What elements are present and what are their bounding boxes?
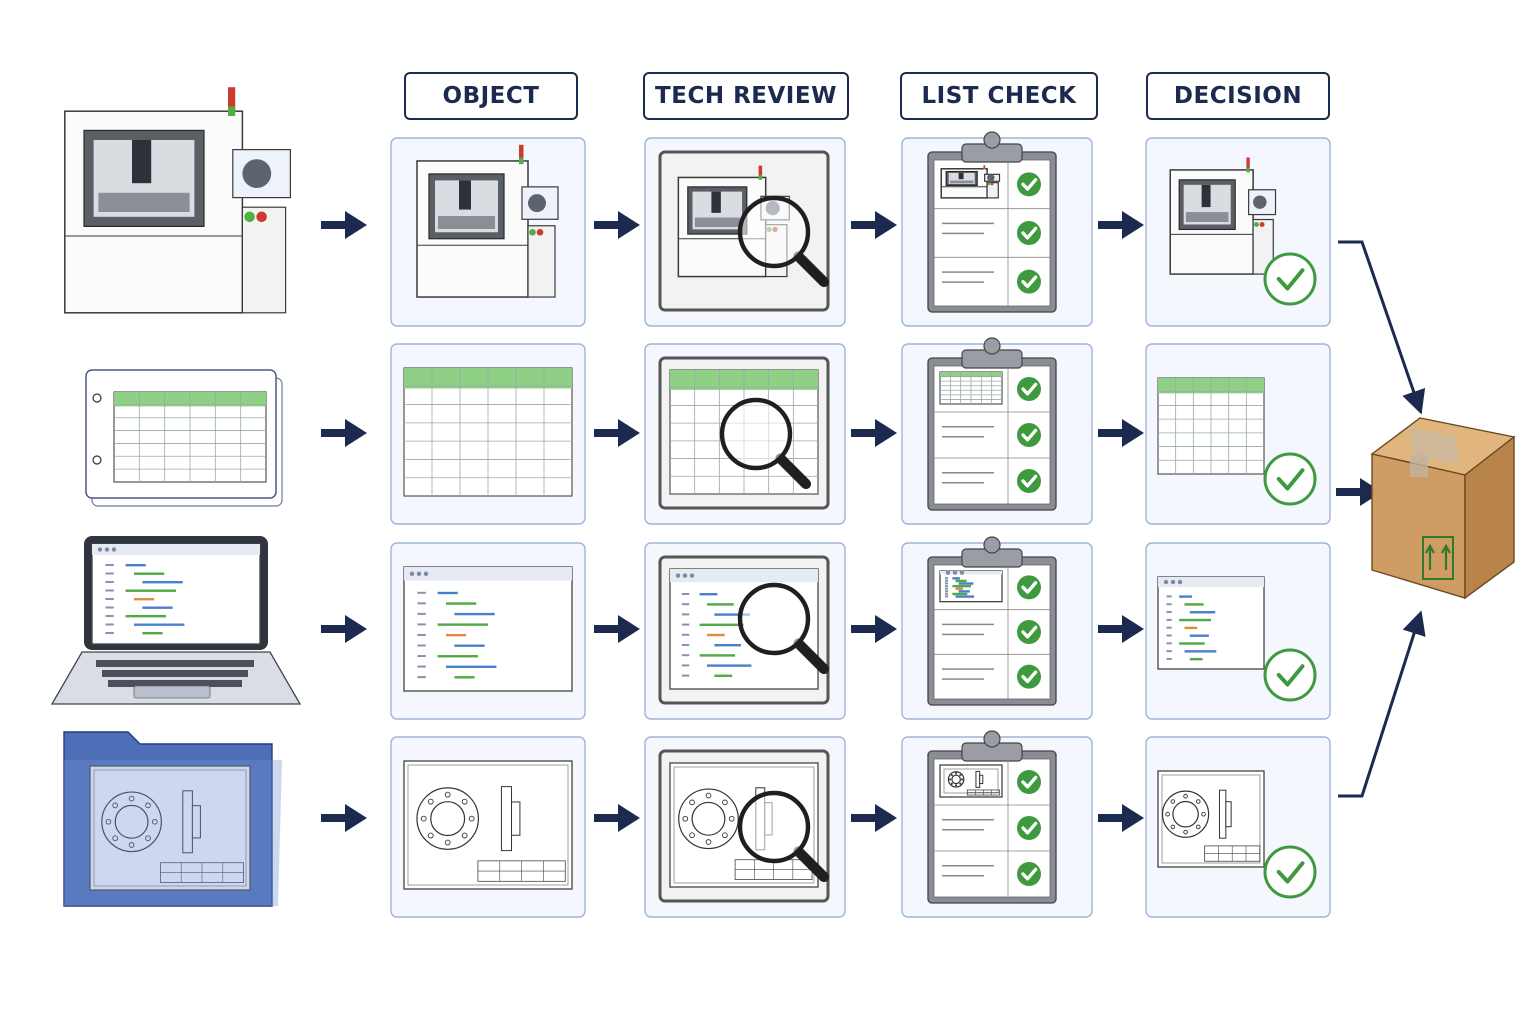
machine-icon xyxy=(64,87,292,314)
header-object: OBJECT xyxy=(404,72,578,120)
panel-tech-review-0 xyxy=(644,137,846,327)
arrow-list-check-2 xyxy=(1098,615,1144,643)
arrow-tech-review-0 xyxy=(851,211,897,239)
arrow-into-package xyxy=(1336,478,1382,506)
code-window-icon xyxy=(1157,576,1265,670)
arrow-source-2 xyxy=(321,615,367,643)
header-decision: DECISION xyxy=(1146,72,1330,120)
folder-icon xyxy=(63,731,282,907)
check-icon xyxy=(1017,172,1041,197)
panel-object-3 xyxy=(390,736,586,918)
arrow-tech-review-1 xyxy=(851,419,897,447)
panel-object-0 xyxy=(390,137,586,327)
machine-icon xyxy=(1169,157,1277,275)
check-icon xyxy=(1017,221,1041,245)
machine-icon xyxy=(416,144,559,298)
check-icon xyxy=(1017,377,1041,401)
clipboard-icon xyxy=(927,536,1057,706)
arrow-list-check-3 xyxy=(1098,804,1144,832)
spreadsheet-icon xyxy=(113,391,267,483)
check-icon xyxy=(1017,620,1041,644)
source-machine xyxy=(64,87,292,314)
panel-tech-review-3 xyxy=(644,736,846,918)
panel-decision-0 xyxy=(1145,137,1331,327)
magnifier-icon xyxy=(719,397,812,490)
panel-tech-review-1 xyxy=(644,343,846,525)
panel-decision-3 xyxy=(1145,736,1331,918)
panel-list-check-2 xyxy=(901,536,1093,720)
check-icon xyxy=(1017,862,1041,886)
arrow-object-0 xyxy=(594,211,640,239)
spreadsheet-icon xyxy=(939,371,1003,405)
arrow-list-check-0 xyxy=(1098,211,1144,239)
panel-list-check-0 xyxy=(901,131,1093,327)
clipboard-icon xyxy=(927,730,1057,904)
check-icon xyxy=(1017,770,1041,794)
arrow-tech-review-2 xyxy=(851,615,897,643)
check-icon xyxy=(1017,664,1041,689)
magnifier-icon xyxy=(737,790,830,883)
code-window-icon xyxy=(939,570,1003,603)
check-icon xyxy=(1263,452,1317,506)
panel-decision-1 xyxy=(1145,343,1331,525)
spreadsheet-icon xyxy=(403,367,573,497)
laptop-icon xyxy=(50,536,302,705)
source-software xyxy=(50,536,302,705)
code-window-icon xyxy=(91,543,261,645)
check-icon xyxy=(1017,423,1041,447)
panel-tech-review-2 xyxy=(644,542,846,720)
check-icon xyxy=(1017,816,1041,840)
machine-icon xyxy=(940,165,1001,199)
technical-drawing-icon xyxy=(939,764,1003,798)
arrow-list-check-1 xyxy=(1098,419,1144,447)
check-icon xyxy=(1017,469,1041,493)
arrow-tech-review-3 xyxy=(851,804,897,832)
arrow-source-1 xyxy=(321,419,367,447)
arrow-source-3 xyxy=(321,804,367,832)
arrow-object-3 xyxy=(594,804,640,832)
header-tech-review: TECH REVIEW xyxy=(643,72,849,120)
arrow-object-1 xyxy=(594,419,640,447)
flow-lines xyxy=(1338,240,1426,798)
magnifier-icon xyxy=(737,195,830,288)
panel-object-1 xyxy=(390,343,586,525)
panel-decision-2 xyxy=(1145,542,1331,720)
check-icon xyxy=(1017,575,1041,600)
technical-drawing-icon xyxy=(1157,770,1265,868)
panel-object-2 xyxy=(390,542,586,720)
check-icon xyxy=(1263,845,1317,899)
check-icon xyxy=(1263,648,1317,702)
package-box-icon xyxy=(1370,417,1516,600)
code-window-icon xyxy=(403,566,573,692)
technical-drawing-icon xyxy=(89,765,251,891)
clipboard-icon xyxy=(927,131,1057,313)
source-spreadsheet xyxy=(85,369,283,507)
arrow-source-0 xyxy=(321,211,367,239)
arrow-object-2 xyxy=(594,615,640,643)
technical-drawing-icon xyxy=(403,760,573,890)
panel-list-check-3 xyxy=(901,730,1093,918)
header-list-check: LIST CHECK xyxy=(900,72,1098,120)
source-drawing xyxy=(63,731,282,907)
clipboard-icon xyxy=(927,337,1057,511)
panel-list-check-1 xyxy=(901,337,1093,525)
spreadsheet-icon xyxy=(1157,377,1265,475)
check-icon xyxy=(1263,252,1317,306)
magnifier-icon xyxy=(737,582,830,675)
check-icon xyxy=(1017,269,1041,294)
